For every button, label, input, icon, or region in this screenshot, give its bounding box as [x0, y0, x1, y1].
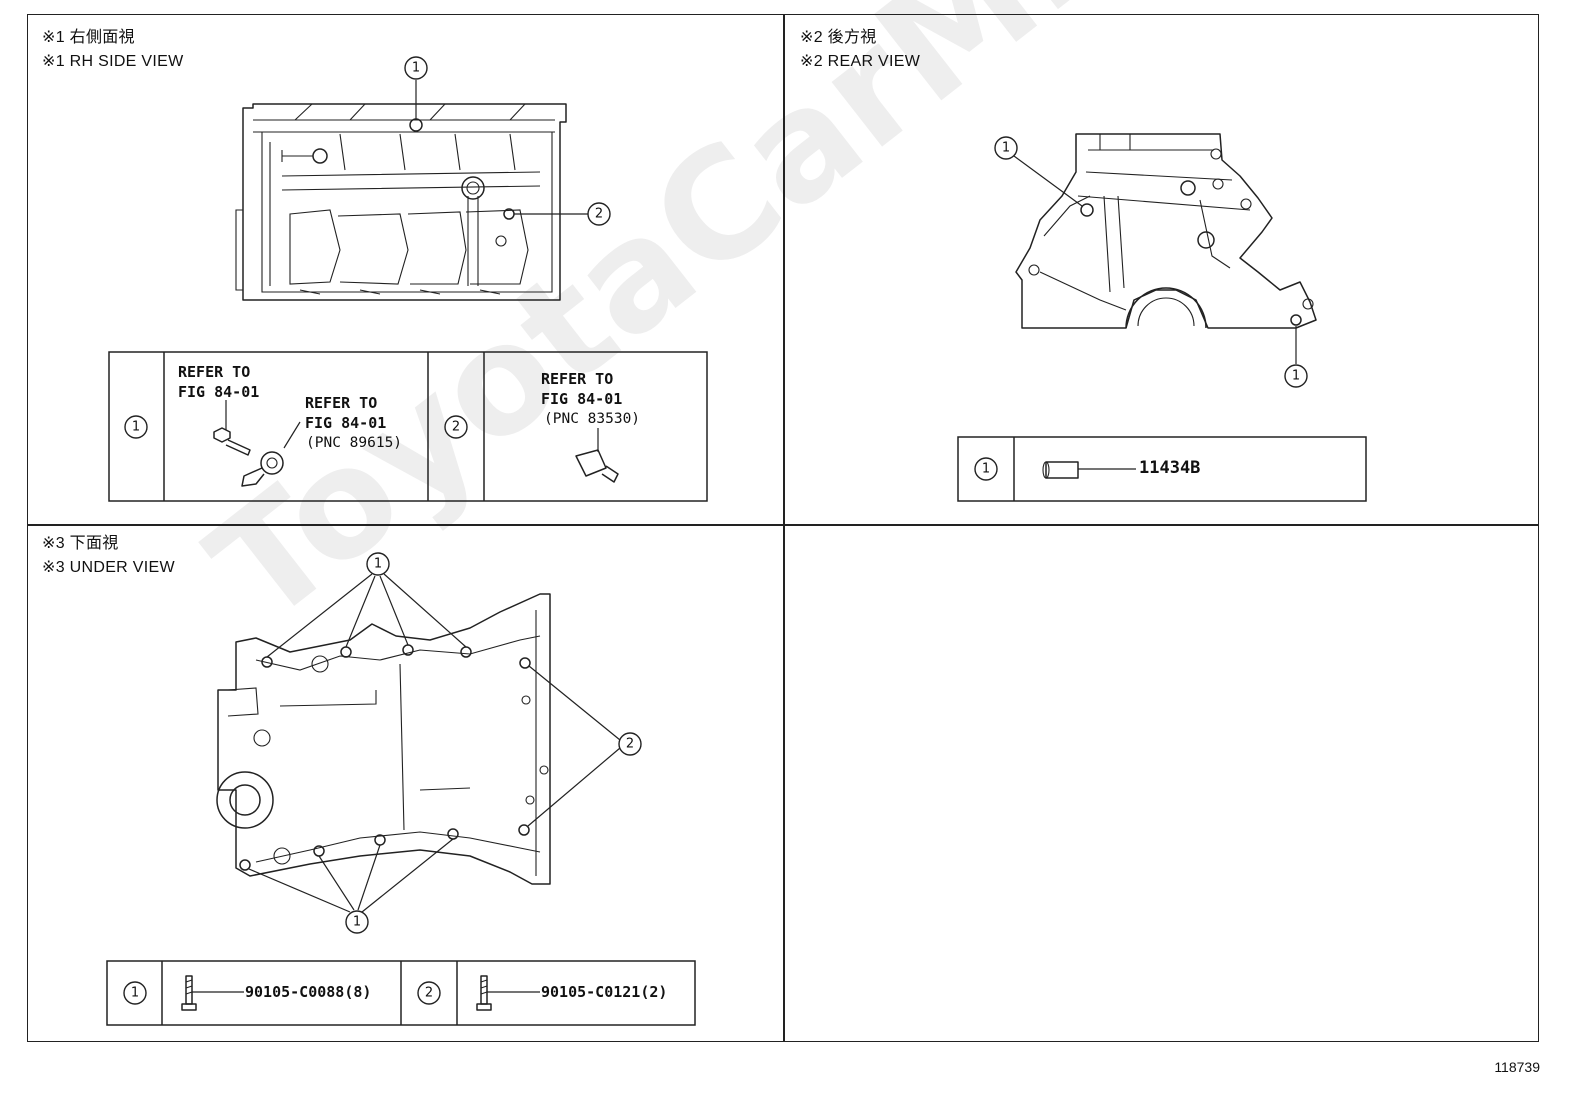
rh-side-table-num-2: 2: [444, 415, 468, 439]
rh-side-engine-block: [235, 103, 567, 301]
flange-bolt-icon-2: [476, 975, 540, 1011]
svg-text:1: 1: [412, 61, 420, 76]
knock-sensor-icon: [241, 421, 301, 487]
rear-engine-block: [1015, 133, 1317, 329]
under-table-num-1: 1: [123, 981, 147, 1005]
rear-table-num-1: 1: [974, 457, 998, 481]
oil-pressure-switch-icon: [575, 428, 619, 483]
rear-title-jp: ※2 後方視: [800, 29, 877, 46]
rh-side-title-en: ※1 RH SIDE VIEW: [42, 53, 184, 70]
svg-text:2: 2: [452, 420, 460, 435]
under-callout-1-top-leaders: [266, 573, 467, 658]
rh-side-parts-table: [108, 351, 708, 502]
rh-side-row2-pnc: (PNC 83530): [544, 411, 641, 427]
svg-text:1: 1: [131, 986, 139, 1001]
svg-text:2: 2: [595, 207, 603, 222]
rh-side-callout-2: 2: [514, 202, 611, 226]
rear-title-en: ※2 REAR VIEW: [800, 53, 921, 70]
rear-part-number: 11434B: [1139, 458, 1201, 478]
under-parts-table: [106, 960, 696, 1026]
under-table-num-2: 2: [417, 981, 441, 1005]
under-callout-2-leaders: [527, 665, 621, 827]
panel-divider-vertical: [783, 14, 785, 1042]
under-title-en: ※3 UNDER VIEW: [42, 559, 175, 576]
rh-side-row2-refer: REFER TO FIG 84-01: [541, 370, 623, 408]
under-title-jp: ※3 下面視: [42, 535, 119, 552]
rh-side-row1-refer-a: REFER TO FIG 84-01: [178, 363, 260, 401]
under-engine-block: [216, 593, 551, 885]
svg-text:1: 1: [374, 557, 382, 572]
rh-side-row1-pnc: (PNC 89615): [306, 435, 403, 451]
under-part-number-2: 90105-C0121(2): [541, 983, 668, 1001]
rh-side-title-jp: ※1 右側面視: [42, 29, 135, 46]
svg-text:1: 1: [132, 420, 140, 435]
svg-text:2: 2: [626, 737, 634, 752]
rear-callout-1-bottom: 1: [1284, 326, 1308, 388]
rear-callout-1-top: 1: [994, 136, 1083, 207]
rh-side-table-num-1: 1: [124, 415, 148, 439]
svg-text:1: 1: [982, 462, 990, 477]
rh-side-callout-1: 1: [404, 56, 428, 119]
rh-side-row1-refer-b: REFER TO FIG 84-01: [305, 394, 387, 432]
rear-parts-table: [957, 436, 1367, 502]
svg-text:2: 2: [425, 986, 433, 1001]
svg-text:1: 1: [353, 915, 361, 930]
reference-id: 118739: [1494, 1059, 1540, 1075]
svg-text:1: 1: [1292, 369, 1300, 384]
under-callout-1-top: 1: [366, 552, 390, 576]
flange-bolt-icon-1: [181, 975, 244, 1011]
under-callout-2: 2: [618, 732, 642, 756]
panel-divider-horizontal: [27, 524, 1539, 526]
svg-text:1: 1: [1002, 141, 1010, 156]
knock-pin-icon: [1042, 461, 1136, 479]
under-callout-1-bottom-leaders: [248, 838, 454, 913]
under-part-number-1: 90105-C0088(8): [245, 983, 372, 1001]
bolt-icon: [213, 400, 251, 456]
under-callout-1-bottom: 1: [345, 910, 369, 934]
